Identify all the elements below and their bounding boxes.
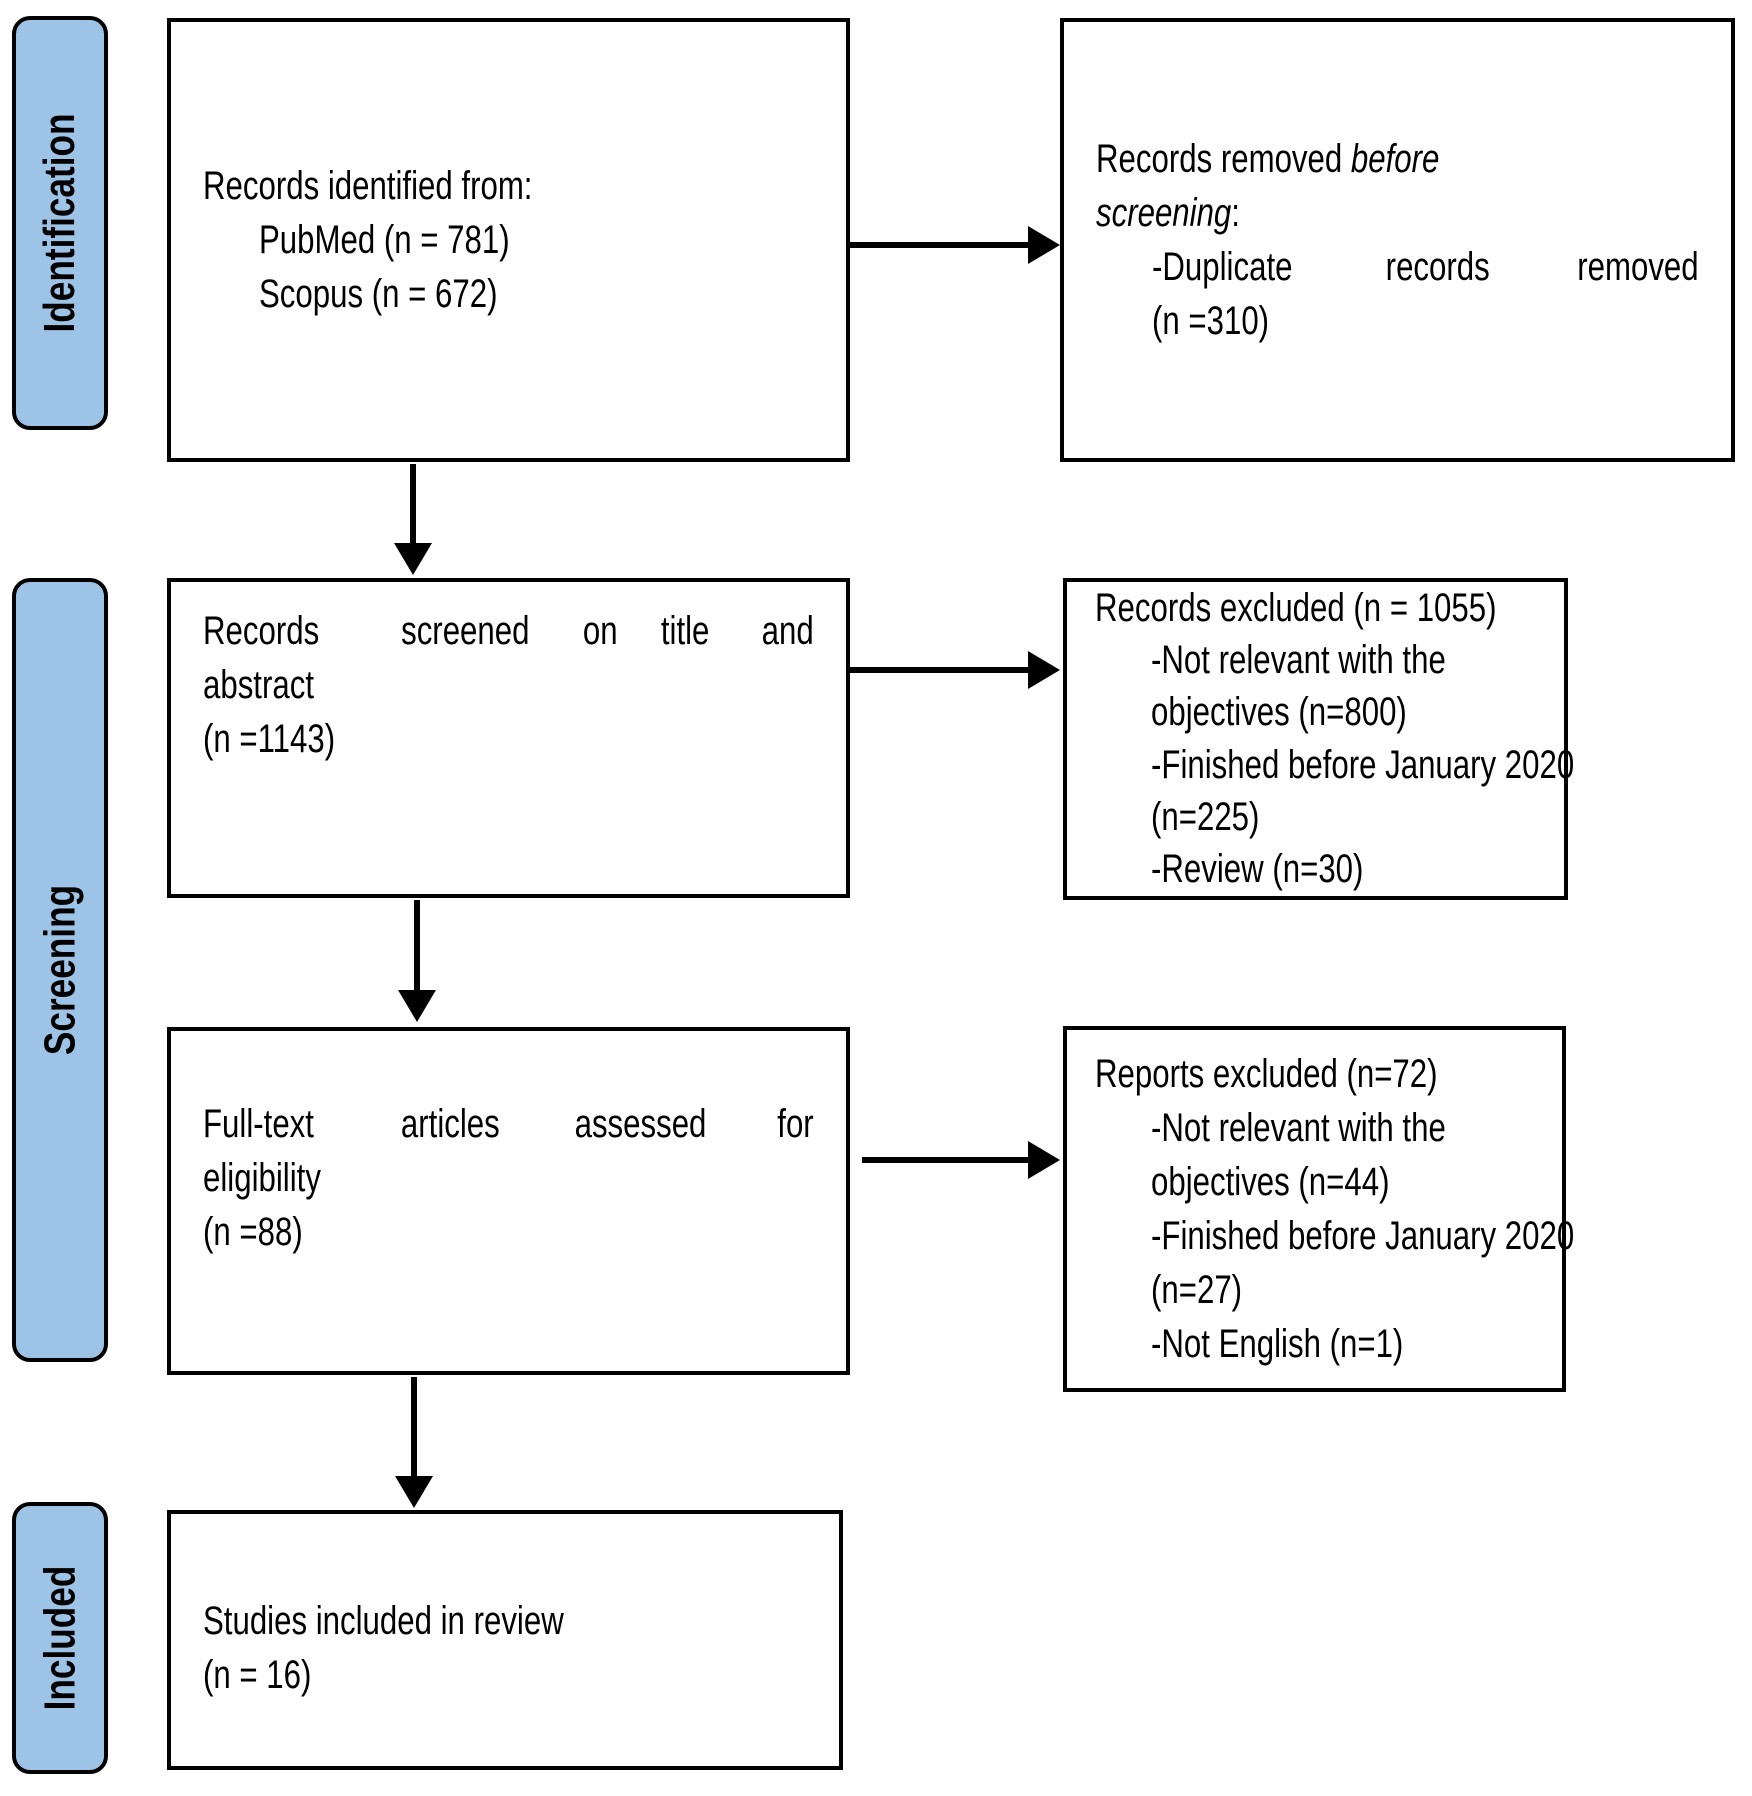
box-content: Records removed before screening: -Dupli…: [1064, 22, 1731, 458]
text-line: PubMed (n = 781): [203, 213, 814, 267]
arrow-shaft: [850, 667, 1030, 673]
arrowhead: [1028, 226, 1060, 264]
text-line: eligibility: [203, 1151, 814, 1205]
arrow-shaft: [410, 464, 416, 544]
text: (n=225): [1151, 794, 1260, 839]
arrow-shaft: [414, 900, 420, 991]
arrowhead: [1028, 651, 1060, 689]
text: (n =1143): [203, 716, 336, 761]
text: (n =310): [1152, 298, 1270, 343]
text: PubMed (n = 781): [259, 217, 510, 262]
text: Records excluded (n = 1055): [1095, 585, 1497, 630]
box-content: Records excluded (n = 1055) -Not relevan…: [1067, 582, 1574, 896]
text: Records removed before: [1096, 136, 1440, 181]
text: objectives (n=800): [1151, 690, 1407, 735]
text: -Review (n=30): [1151, 847, 1364, 892]
text: abstract: [203, 662, 314, 707]
text: (n=27): [1151, 1267, 1243, 1312]
text: -Finished before January 2020: [1151, 742, 1575, 787]
text-line: -Finished before January 2020: [1095, 1209, 1574, 1263]
arrowhead: [398, 990, 436, 1022]
stage-label: Screening: [35, 884, 84, 1056]
text: (n =88): [203, 1209, 303, 1254]
text-line: (n =88): [203, 1205, 814, 1259]
arrowhead: [395, 1476, 433, 1508]
text: -Not relevant with the: [1151, 1105, 1446, 1150]
text: Records identified from:: [203, 163, 533, 208]
arrow-shaft: [850, 242, 1030, 248]
box-reports-excluded: Reports excluded (n=72) -Not relevant wi…: [1063, 1026, 1574, 1392]
text-line: Records removed before: [1096, 132, 1699, 186]
stage-label: Included: [35, 1565, 84, 1711]
box-studies-included: Studies included in review (n = 16): [167, 1510, 843, 1770]
arrow-shaft: [862, 1157, 1028, 1163]
box-content: Studies included in review (n = 16): [171, 1514, 839, 1766]
text: (n = 16): [203, 1652, 312, 1697]
text-line: (n =310): [1096, 294, 1699, 348]
text: Studies included in review: [203, 1598, 564, 1643]
text-line: Reports excluded (n=72): [1095, 1047, 1534, 1101]
text: objectives (n=44): [1151, 1159, 1390, 1204]
box-content: Records identified from: PubMed (n = 781…: [171, 22, 846, 458]
text-line: Scopus (n = 672): [203, 267, 814, 321]
text-line: -Not relevant with the: [1095, 1101, 1534, 1155]
text: Reports excluded (n=72): [1095, 1051, 1438, 1096]
text: Scopus (n = 672): [259, 271, 498, 316]
box-records-removed: Records removed before screening: -Dupli…: [1060, 18, 1735, 462]
text: -Not relevant with the: [1151, 638, 1446, 682]
text-line: -Review (n=30): [1095, 844, 1536, 896]
text-line: (n=225): [1095, 791, 1536, 843]
text-line: (n = 16): [203, 1648, 807, 1702]
text-line: screening:: [1096, 186, 1699, 240]
text-line: (n =1143): [203, 712, 814, 766]
box-records-excluded: Records excluded (n = 1055) -Not relevan…: [1063, 578, 1574, 900]
text-line: -Finished before January 2020: [1095, 739, 1574, 791]
text-line: abstract: [203, 658, 814, 712]
stage-screening: Screening: [12, 578, 108, 1362]
stage-identification: Identification: [12, 16, 108, 430]
text-line: -Not English (n=1): [1095, 1317, 1534, 1371]
text-line: -Not relevant with the: [1095, 634, 1536, 686]
text: -Not English (n=1): [1151, 1321, 1404, 1366]
arrowhead: [394, 543, 432, 575]
arrow-shaft: [411, 1377, 417, 1477]
text: eligibility: [203, 1155, 321, 1200]
text-line: Studies included in review: [203, 1594, 807, 1648]
arrowhead: [1028, 1141, 1060, 1179]
text-line: Records identified from:: [203, 159, 814, 213]
text-line: (n=27): [1095, 1263, 1534, 1317]
text-line: objectives (n=800): [1095, 687, 1536, 739]
box-content: Reports excluded (n=72) -Not relevant wi…: [1067, 1030, 1574, 1388]
stage-included: Included: [12, 1502, 108, 1774]
stage-label: Identification: [35, 113, 84, 333]
box-records-identified: Records identified from: PubMed (n = 781…: [167, 18, 850, 462]
text: -Finished before January 2020: [1151, 1213, 1575, 1258]
text-line: Records excluded (n = 1055): [1095, 582, 1536, 634]
text-line: objectives (n=44): [1095, 1155, 1534, 1209]
text: screening:: [1096, 190, 1240, 235]
